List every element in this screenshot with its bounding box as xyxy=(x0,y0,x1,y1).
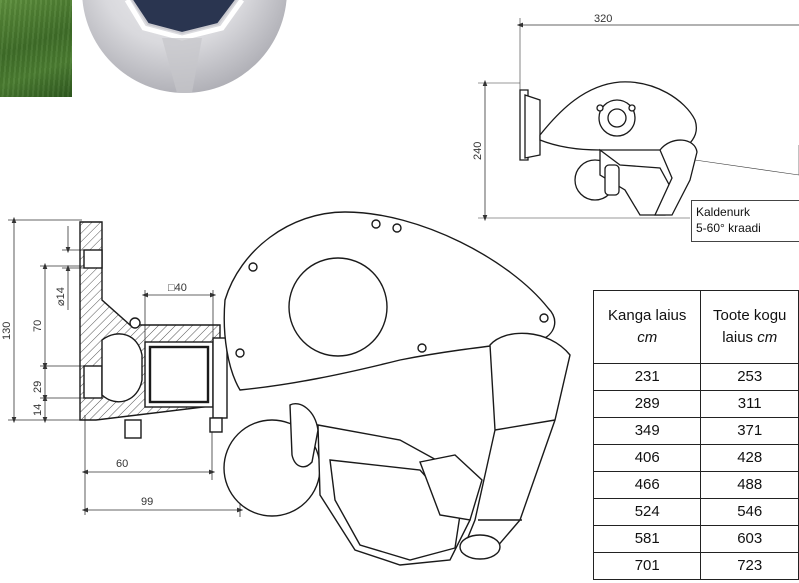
header-fabric-width-unit: cm xyxy=(637,329,658,346)
total-width-cell: 311 xyxy=(700,390,799,418)
header-total-width-unit: cm xyxy=(757,329,778,346)
dim-240-label: 240 xyxy=(472,142,484,160)
total-width-cell: 603 xyxy=(700,525,799,553)
dim-70-label: 70 xyxy=(32,320,44,332)
tilt-angle-title: Kaldenurk xyxy=(696,205,751,219)
fabric-width-cell: 581 xyxy=(592,525,702,553)
header-total-width-line2: laius cm xyxy=(701,327,798,349)
dim-diameter-14-label: ⌀14 xyxy=(55,287,67,306)
dim-60-label: 60 xyxy=(116,458,128,470)
total-width-cell: 546 xyxy=(700,498,799,526)
fabric-width-cell: 349 xyxy=(592,417,702,445)
header-fabric-width: Kanga laius cm xyxy=(592,290,702,364)
total-width-cell: 488 xyxy=(700,471,799,499)
dim-99-label: 99 xyxy=(141,496,153,508)
fabric-width-cell: 701 xyxy=(592,552,702,580)
fabric-width-cell: 524 xyxy=(592,498,702,526)
fabric-width-cell: 289 xyxy=(592,390,702,418)
total-width-cell: 253 xyxy=(700,363,799,391)
size-table-header-row: Kanga laius cm Toote kogu laius cm xyxy=(592,290,799,364)
header-fabric-width-title: Kanga laius xyxy=(608,307,687,324)
closeup-detail xyxy=(124,0,245,93)
header-total-width-subtitle: laius xyxy=(722,329,754,346)
total-width-cell: 371 xyxy=(700,417,799,445)
grass-photo xyxy=(0,0,72,97)
dim-130-label: 130 xyxy=(1,322,13,340)
header-total-width: Toote kogu laius cm xyxy=(700,290,799,364)
small-side-view xyxy=(478,18,799,222)
fabric-width-cell: 406 xyxy=(592,444,702,472)
fabric-width-cell: 231 xyxy=(592,363,702,391)
dim-14-label: 14 xyxy=(32,404,44,416)
dim-square-40-label: □40 xyxy=(168,282,187,294)
total-width-cell: 428 xyxy=(700,444,799,472)
total-width-cell: 723 xyxy=(700,552,799,580)
tilt-angle-range: 5-60° kraadi xyxy=(696,221,761,235)
header-total-width-title: Toote kogu xyxy=(713,307,787,324)
tilt-angle-callout: Kaldenurk 5-60° kraadi xyxy=(691,200,799,242)
main-section-view xyxy=(79,211,571,566)
fabric-width-cell: 466 xyxy=(592,471,702,499)
dim-29-label: 29 xyxy=(32,381,44,393)
dim-320-label: 320 xyxy=(594,13,612,25)
